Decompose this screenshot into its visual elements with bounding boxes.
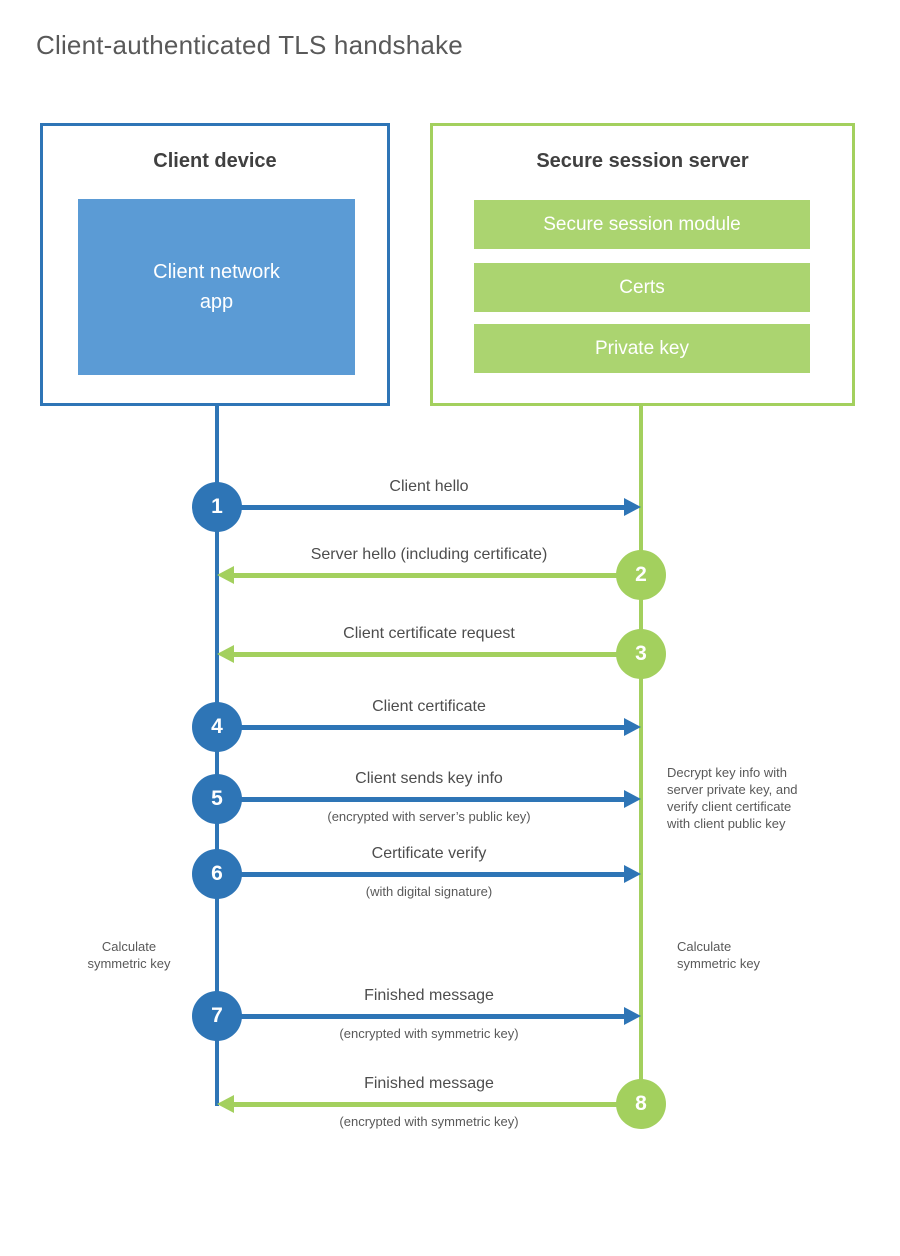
server-title: Secure session server: [536, 150, 749, 172]
arrow-left-icon: [217, 1095, 234, 1113]
step-circle: 5: [192, 774, 242, 824]
message-label: Server hello (including certificate): [310, 546, 548, 563]
arrow-shaft: [220, 505, 626, 510]
arrow-shaft: [232, 1102, 641, 1107]
client-lifeline: [215, 405, 219, 1106]
step-number: 7: [211, 1004, 223, 1027]
arrow-left-icon: [217, 645, 234, 663]
arrow-shaft: [220, 725, 626, 730]
server-module-private-key: Private key: [474, 324, 810, 373]
step-circle: 1: [192, 482, 242, 532]
arrow-shaft: [220, 1014, 626, 1019]
arrow-shaft: [232, 652, 641, 657]
message-sublabel: (encrypted with symmetric key): [339, 1114, 519, 1129]
step-circle: 3: [616, 629, 666, 679]
step-circle: 8: [616, 1079, 666, 1129]
calculate-symmetric-key-note-client: Calculate symmetric key: [87, 939, 171, 971]
arrow-right-icon: [624, 498, 641, 516]
message-sublabel: (encrypted with server’s public key): [327, 809, 531, 824]
arrow-left-icon: [217, 566, 234, 584]
client-device-box: Client device Client network app: [40, 123, 390, 406]
page-title: Client-authenticated TLS handshake: [36, 30, 463, 60]
step-number: 8: [635, 1092, 647, 1115]
step-circle: 4: [192, 702, 242, 752]
message-sublabel: (with digital signature): [365, 884, 493, 899]
message-label: Client certificate: [372, 698, 486, 715]
server-box: Secure session server Secure session mod…: [430, 123, 855, 406]
server-module-certs: Certs: [474, 263, 810, 312]
server-lifeline: [639, 405, 643, 1081]
step-number: 2: [635, 563, 647, 586]
message-label: Certificate verify: [371, 845, 487, 862]
calculate-symmetric-key-note-server: Calculate symmetric key: [677, 939, 761, 971]
message-label: Client hello: [389, 478, 469, 495]
client-device-title: Client device: [153, 150, 277, 172]
arrow-right-icon: [624, 790, 641, 808]
step-number: 6: [211, 862, 223, 885]
message-label: Finished message: [364, 1075, 494, 1092]
step-number: 5: [211, 787, 223, 810]
step-circle: 2: [616, 550, 666, 600]
arrow-shaft: [220, 797, 626, 802]
client-network-app-box: Client network app: [78, 199, 355, 375]
arrow-shaft: [232, 573, 641, 578]
step-circle: 7: [192, 991, 242, 1041]
arrow-right-icon: [624, 865, 641, 883]
step-number: 4: [211, 715, 223, 738]
arrow-right-icon: [624, 718, 641, 736]
message-label: Client certificate request: [343, 625, 515, 642]
step-number: 1: [211, 495, 223, 518]
server-module-secure-session: Secure session module: [474, 200, 810, 249]
decrypt-key-note: Decrypt key info with server private key…: [667, 765, 798, 831]
message-label: Finished message: [364, 987, 494, 1004]
step-circle: 6: [192, 849, 242, 899]
step-number: 3: [635, 642, 647, 665]
message-label: Client sends key info: [355, 770, 503, 787]
message-sublabel: (encrypted with symmetric key): [339, 1026, 519, 1041]
arrow-shaft: [220, 872, 626, 877]
arrow-right-icon: [624, 1007, 641, 1025]
